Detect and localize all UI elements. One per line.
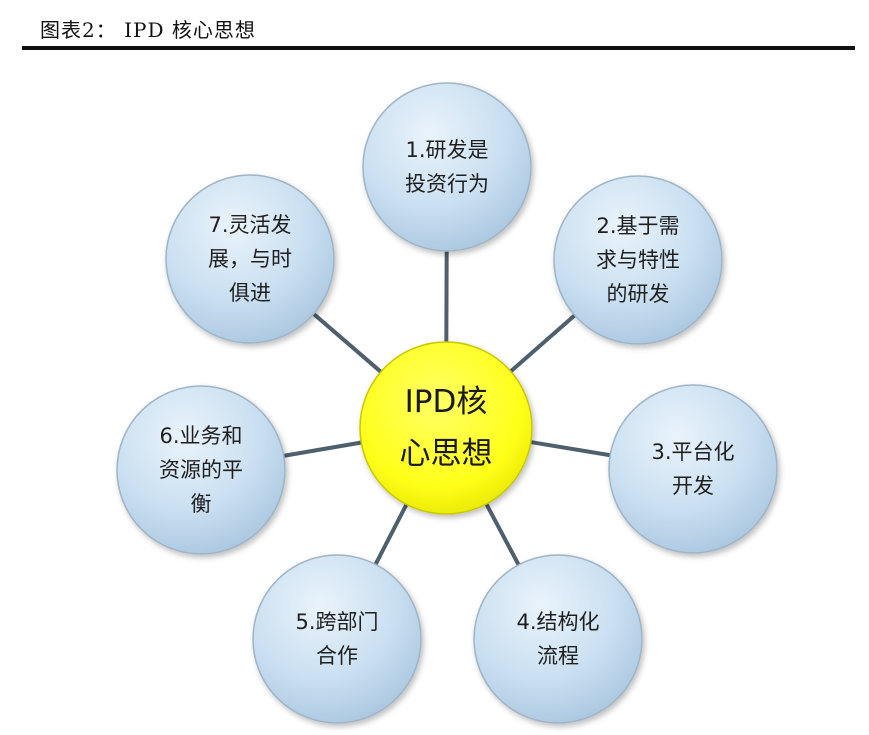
center-line-2: 心思想 <box>400 436 493 472</box>
node-4-circle <box>473 554 643 724</box>
node-1-line-2: 投资行为 <box>405 172 489 196</box>
connector-lines <box>279 246 615 570</box>
connector-node-7 <box>309 309 386 376</box>
node-2-line-2: 求与特性 <box>596 248 680 272</box>
node-6-circle <box>116 385 286 555</box>
node-5-line-1: 5.跨部门 <box>295 610 378 634</box>
caption-rule <box>22 46 855 50</box>
node-1-line-1: 1.研发是 <box>405 138 488 162</box>
node-3-circle <box>608 384 778 554</box>
figure-caption: 图表2： IPD 核心思想 <box>40 18 256 42</box>
connector-node-5 <box>371 499 411 569</box>
node-7-line-2: 展，与时 <box>208 247 292 271</box>
node-6-line-3: 衡 <box>191 492 212 516</box>
node-6-line-1: 6.业务和 <box>159 424 242 448</box>
node-2-line-1: 2.基于需 <box>596 214 679 238</box>
center-circle <box>359 341 533 515</box>
outer-nodes: 1.研发是投资行为2.基于需求与特性的研发3.平台化开发4.结构化流程5.跨部门… <box>116 82 778 724</box>
connector-node-6 <box>279 439 366 459</box>
node-4-line-1: 4.结构化 <box>516 610 599 634</box>
node-2-line-3: 的研发 <box>607 282 670 306</box>
node-7-circle <box>165 174 335 344</box>
node-5-line-2: 合作 <box>316 644 358 668</box>
node-7-line-1: 7.灵活发 <box>208 213 291 237</box>
connector-node-3 <box>526 439 615 458</box>
node-5-circle <box>252 554 422 724</box>
node-3-line-2: 开发 <box>672 474 714 498</box>
node-3-line-1: 3.平台化 <box>651 440 734 464</box>
node-6-line-2: 资源的平 <box>159 458 243 482</box>
connector-node-2 <box>506 311 580 376</box>
node-4-line-2: 流程 <box>537 644 579 668</box>
node-1-circle <box>362 82 532 252</box>
node-7-line-3: 俱进 <box>229 281 271 305</box>
center-line-1: IPD核 <box>405 384 488 420</box>
connector-node-4 <box>482 499 523 570</box>
node-2-circle <box>553 175 723 345</box>
